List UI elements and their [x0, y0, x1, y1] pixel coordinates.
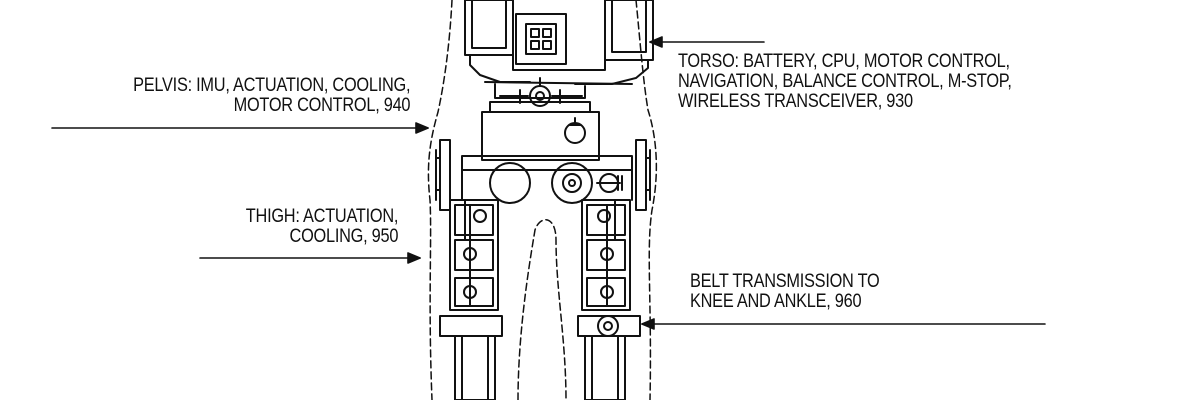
belt-label: BELT TRANSMISSION TO KNEE AND ANKLE, 960	[690, 271, 880, 312]
left-thigh	[439, 199, 503, 400]
leader-arrows	[51, 36, 1046, 330]
right-thigh	[577, 199, 641, 400]
torso-label-line2: NAVIGATION, BALANCE CONTROL, M-STOP,	[678, 71, 1012, 92]
thigh-label-line1: THIGH: ACTUATION,	[245, 206, 399, 227]
pelvis-label: PELVIS: IMU, ACTUATION, COOLING, MOTOR C…	[133, 76, 410, 116]
body-outline	[427, 0, 658, 400]
belt-label-line2: KNEE AND ANKLE, 960	[690, 291, 862, 312]
pelvis-label-line1: PELVIS: IMU, ACTUATION, COOLING,	[132, 75, 410, 96]
pelvis-label-line2: MOTOR CONTROL, 940	[233, 95, 410, 116]
belt-label-line1: BELT TRANSMISSION TO	[690, 271, 880, 292]
pelvis-joint	[499, 77, 583, 107]
torso-label-line3: WIRELESS TRANSCEIVER, 930	[678, 91, 913, 112]
thigh-label: THIGH: ACTUATION, COOLING, 950	[245, 206, 399, 247]
torso-label: TORSO: BATTERY, CPU, MOTOR CONTROL, NAVI…	[678, 52, 1012, 112]
torso-assembly	[464, 0, 654, 99]
torso-label-line1: TORSO: BATTERY, CPU, MOTOR CONTROL,	[678, 51, 1010, 72]
thigh-label-line2: COOLING, 950	[289, 226, 398, 247]
pelvis-assembly	[435, 101, 651, 211]
